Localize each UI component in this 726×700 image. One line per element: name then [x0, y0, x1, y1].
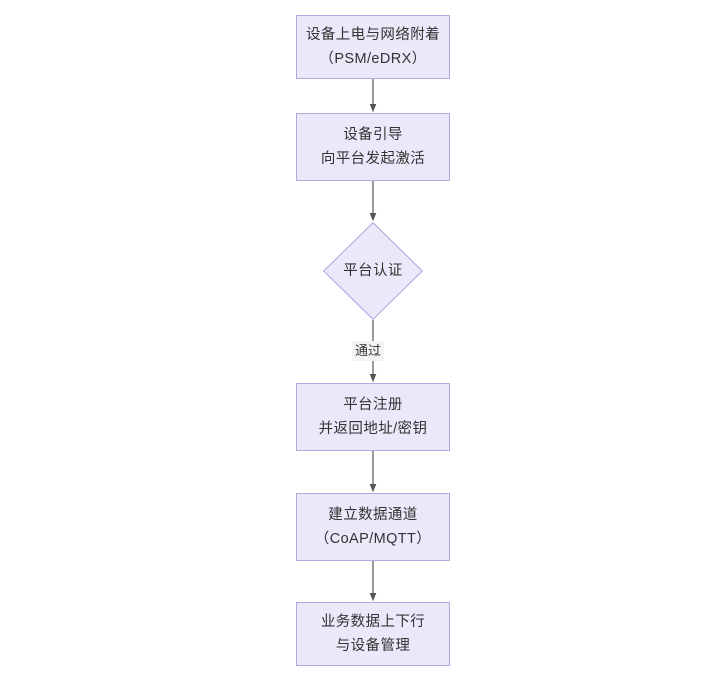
node-line: 与设备管理 [335, 638, 411, 654]
node-line: 设备上电与网络附着 [305, 27, 441, 43]
node-line: 平台注册 [343, 397, 403, 413]
node-device-bootstrap[interactable]: 设备引导 向平台发起激活 [296, 113, 450, 181]
node-business-data-and-device-management[interactable]: 业务数据上下行 与设备管理 [296, 602, 450, 666]
node-line: （PSM/eDRX） [319, 51, 427, 67]
node-line: 业务数据上下行 [320, 614, 426, 630]
node-line: 向平台发起激活 [320, 151, 426, 167]
node-line: 建立数据通道 [328, 507, 418, 523]
edge-label-pass: 通过 [352, 341, 385, 361]
node-line: （CoAP/MQTT） [314, 531, 432, 547]
diamond-shape [323, 222, 423, 320]
node-line: 平台认证 [343, 263, 403, 279]
node-line: 设备引导 [343, 127, 403, 143]
node-device-power-on[interactable]: 设备上电与网络附着 （PSM/eDRX） [296, 15, 450, 79]
node-platform-registration[interactable]: 平台注册 并返回地址/密钥 [296, 383, 450, 451]
node-line: 并返回地址/密钥 [318, 421, 428, 437]
node-establish-data-channel[interactable]: 建立数据通道 （CoAP/MQTT） [296, 493, 450, 561]
node-platform-authentication[interactable]: 平台认证 [323, 222, 423, 320]
